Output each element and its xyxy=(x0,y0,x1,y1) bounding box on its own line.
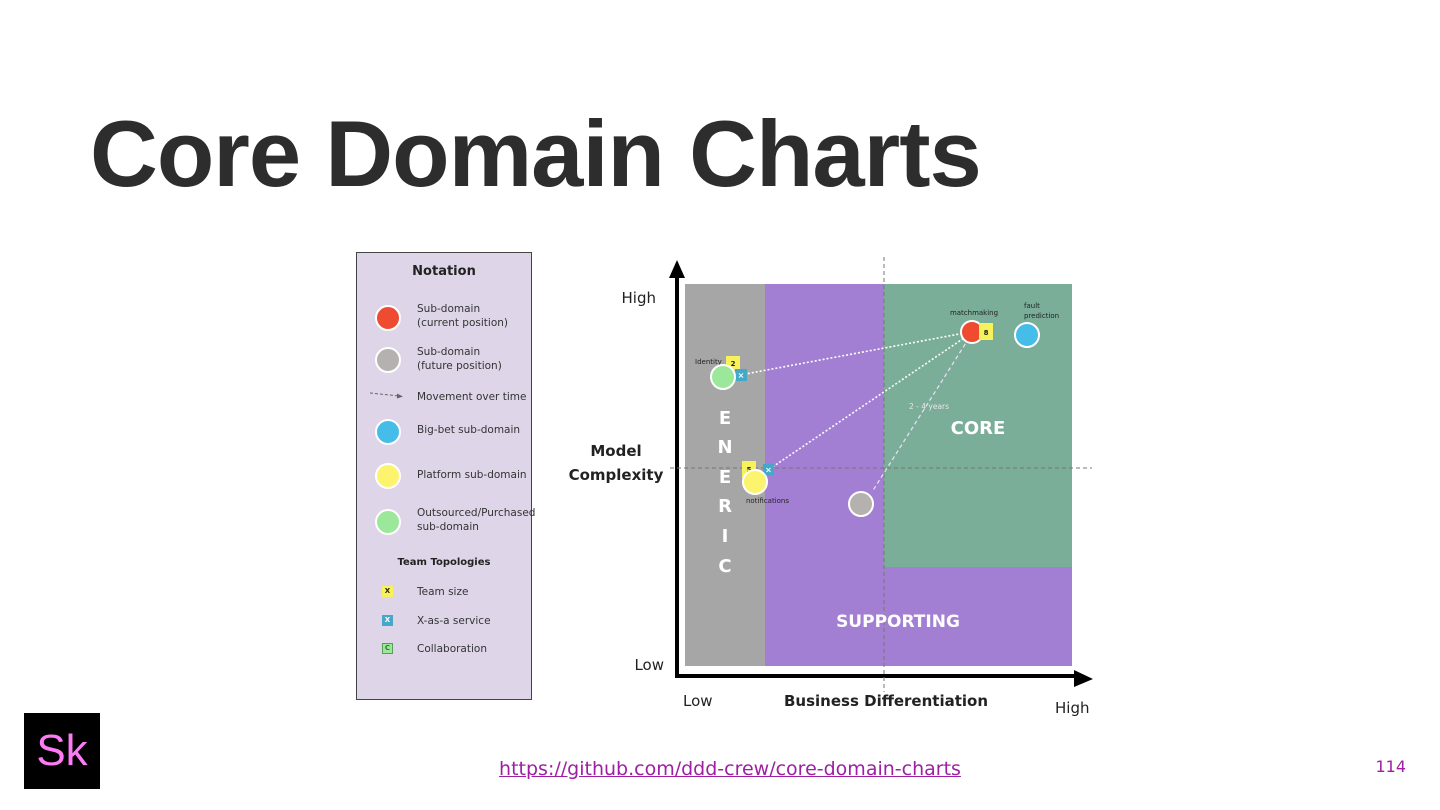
notifications-xaas-icon xyxy=(763,464,774,475)
red-circle-icon xyxy=(375,305,401,331)
green-circle-icon xyxy=(375,509,401,535)
y-axis-low-label: Low xyxy=(634,656,664,674)
movement-time-label: 2 - 4 years xyxy=(909,402,949,411)
generic-letter: N xyxy=(717,437,732,458)
matchmaking-team-size-badge xyxy=(979,323,993,340)
future-position-circle xyxy=(848,491,874,517)
fault-prediction-label-line-2: prediction xyxy=(1024,312,1059,320)
source-link[interactable]: https://github.com/ddd-crew/core-domain-… xyxy=(499,758,961,780)
generic-letter: R xyxy=(718,496,732,517)
identity-label: Identity xyxy=(695,358,722,366)
core-region-label: CORE xyxy=(951,418,1006,439)
logo: Sk xyxy=(24,713,100,789)
notation-label: Sub-domain (future position) xyxy=(417,346,502,372)
dashed-arrow-icon xyxy=(369,392,403,399)
x-axis-arrow xyxy=(1074,670,1093,687)
xaas-icon: X xyxy=(382,615,393,626)
grey-circle-icon xyxy=(375,347,401,373)
y-axis-high-label: High xyxy=(622,289,656,307)
notifications-label: notifications xyxy=(746,497,789,505)
team-size-icon: X xyxy=(382,586,393,597)
notifications-team-size: 5 xyxy=(747,466,752,474)
notation-legend: Notation Sub-domain (current position) S… xyxy=(356,252,536,700)
matchmaking-label: matchmaking xyxy=(950,309,998,317)
y-axis-arrow xyxy=(669,260,685,278)
fault-prediction-label-line-1: fault xyxy=(1024,302,1040,310)
supporting-region-label: SUPPORTING xyxy=(836,612,960,632)
y-axis-title-line-2: Complexity xyxy=(569,466,664,484)
notifications-circle xyxy=(742,469,768,495)
movement-arrow-future xyxy=(871,337,970,493)
collaboration-icon: C xyxy=(382,643,393,654)
generic-letter: E xyxy=(719,408,731,429)
x-axis-high-label: High xyxy=(1055,699,1089,717)
identity-circle xyxy=(710,364,736,390)
notation-label: Movement over time xyxy=(417,391,527,403)
y-axis-title-line-1: Model xyxy=(590,442,641,460)
notation-label: Platform sub-domain xyxy=(417,469,527,481)
generic-letter: C xyxy=(718,556,731,577)
notifications-xaas-mark: × xyxy=(765,466,772,475)
generic-letter: I xyxy=(722,526,729,547)
movement-arrow-identity xyxy=(739,331,971,376)
generic-letter: E xyxy=(719,467,731,488)
movement-arrow-notifications xyxy=(767,333,971,471)
identity-xaas-mark: × xyxy=(738,371,745,380)
blue-circle-icon xyxy=(375,419,401,445)
identity-team-size: 2 xyxy=(731,360,736,368)
notation-label: Team size xyxy=(417,586,469,598)
notation-label: Big-bet sub-domain xyxy=(417,424,521,436)
x-axis-title: Business Differentiation xyxy=(784,692,988,710)
notation-label: Collaboration xyxy=(417,643,487,655)
core-domain-chart: High Low Low High Business Differentiati… xyxy=(569,257,1093,717)
page-title: Core Domain Charts xyxy=(90,101,982,206)
team-topologies-title: Team Topologies xyxy=(397,557,491,568)
notation-label: Sub-domain (current position) xyxy=(417,303,508,329)
matchmaking-team-size: 8 xyxy=(984,329,989,337)
x-axis-low-label: Low xyxy=(683,692,713,710)
identity-xaas-icon xyxy=(735,369,747,381)
yellow-circle-icon xyxy=(375,463,401,489)
notation-label: Outsourced/Purchased sub-domain xyxy=(417,507,536,533)
notation-label: X-as-a service xyxy=(417,615,491,627)
page-number: 114 xyxy=(1375,757,1406,776)
fault-prediction-circle xyxy=(1014,322,1040,348)
notation-title: Notation xyxy=(412,264,476,279)
